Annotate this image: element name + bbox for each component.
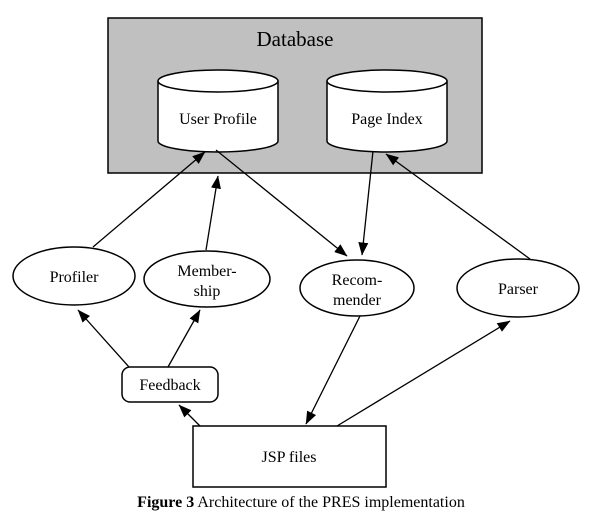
- profiler-label: Profiler: [50, 269, 100, 286]
- database-title: Database: [257, 27, 334, 51]
- recommender-node: Recom- mender: [299, 259, 415, 317]
- recommender-label-line2: mender: [333, 292, 382, 309]
- figure-caption: Figure 3 Architecture of the PRES implem…: [0, 494, 602, 512]
- page-index-cylinder-body: [326, 81, 448, 153]
- figure-caption-text: Architecture of the PRES implementation: [197, 494, 465, 511]
- profiler-node: Profiler: [12, 246, 136, 306]
- membership-ellipse: [143, 250, 271, 308]
- feedback-label: Feedback: [139, 377, 200, 394]
- arrow-feedback-to-profiler: [77, 309, 130, 368]
- membership-node: Member- ship: [143, 250, 271, 308]
- figure-caption-label: Figure 3: [137, 494, 195, 511]
- recommender-ellipse: [299, 259, 415, 317]
- page-index-cylinder-top: [326, 69, 448, 93]
- membership-label-line2: ship: [194, 283, 221, 300]
- arrow-feedback-to-membership: [167, 309, 201, 368]
- arrow-jsp-to-parser: [336, 320, 511, 427]
- arrow-user-profile-to-recommender: [215, 149, 348, 257]
- arrow-jsp-to-feedback: [178, 404, 201, 427]
- arrow-parser-to-page-index: [385, 153, 531, 260]
- jsp-files-node: JSP files: [192, 425, 387, 488]
- membership-label-line1: Member-: [177, 263, 236, 280]
- arrow-page-index-to-recommender: [358, 150, 374, 256]
- arrow-profiler-to-user-profile: [92, 151, 206, 248]
- feedback-node: Feedback: [121, 366, 219, 403]
- arrows: [77, 149, 531, 427]
- parser-ellipse: [456, 258, 580, 318]
- jsp-files-label: JSP files: [262, 449, 317, 466]
- arrow-recommender-to-jsp: [305, 315, 361, 425]
- profiler-ellipse: [12, 246, 136, 306]
- parser-node: Parser: [456, 258, 580, 318]
- user-profile-cylinder: User Profile: [157, 69, 279, 153]
- parser-label: Parser: [498, 281, 539, 298]
- page-index-label: Page Index: [351, 111, 423, 128]
- user-profile-label: User Profile: [179, 111, 257, 128]
- user-profile-cylinder-top: [157, 69, 279, 93]
- jsp-files-box: [192, 425, 387, 488]
- arrow-membership-to-database: [205, 175, 221, 251]
- page-index-cylinder: Page Index: [326, 69, 448, 153]
- feedback-box: [121, 366, 219, 403]
- recommender-label-line1: Recom-: [332, 272, 383, 289]
